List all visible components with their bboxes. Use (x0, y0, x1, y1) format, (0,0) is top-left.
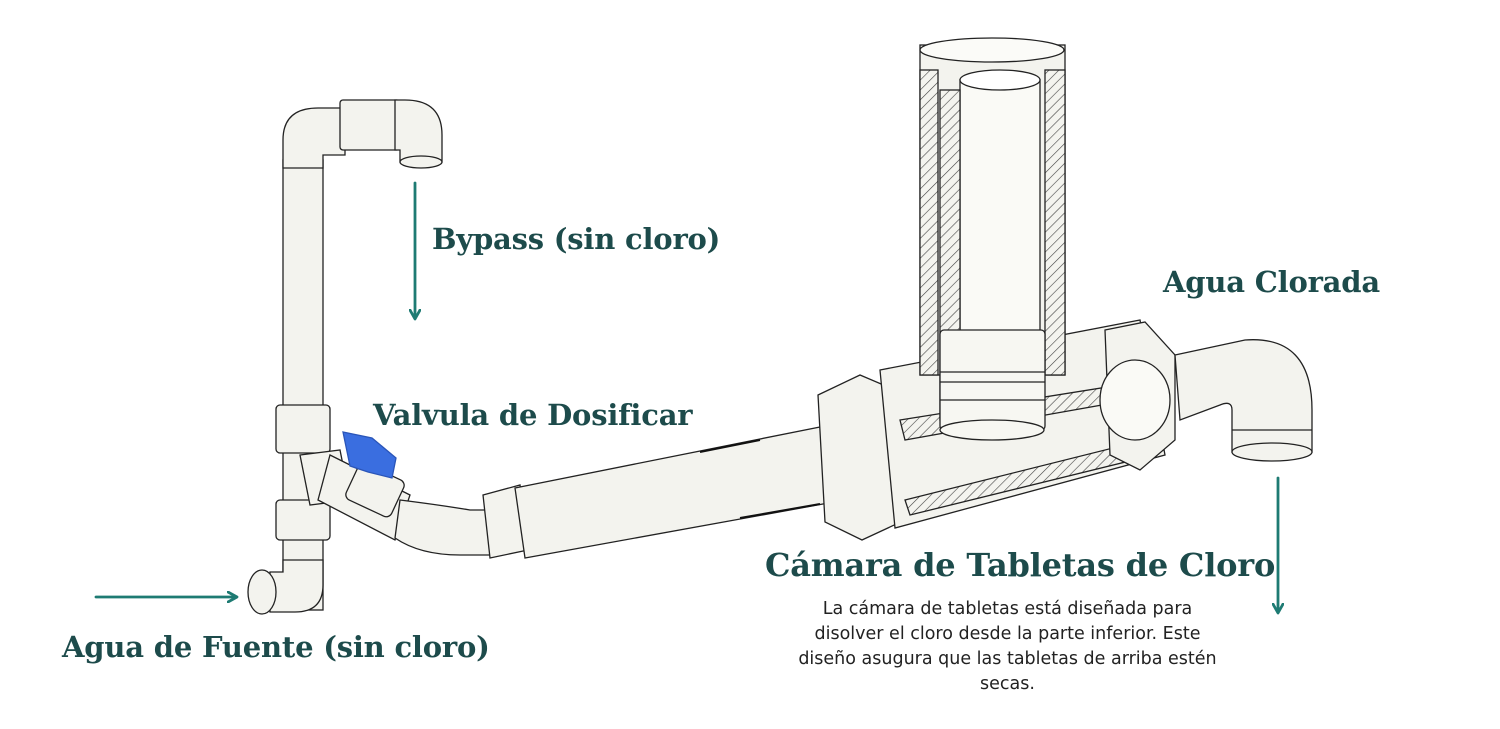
source-water-label: Agua de Fuente (sin cloro) (62, 630, 490, 664)
chamber-description: La cámara de tabletas está diseñada para… (798, 599, 1217, 694)
flow-arrows (94, 181, 1278, 612)
outlet-elbow (1174, 339, 1313, 462)
bypass-pipe (247, 99, 443, 615)
chlorinated-water-label: Agua Clorada (1163, 265, 1380, 299)
tablet-chamber (817, 37, 1176, 541)
valve-assembly (299, 431, 491, 556)
bypass-label: Bypass (sin cloro) (432, 222, 721, 256)
chamber-title: Cámara de Tabletas de Cloro (765, 546, 1276, 584)
main-pipe (482, 424, 846, 559)
valve-handle-icon (342, 431, 397, 479)
valve-label: Valvula de Dosificar (373, 398, 693, 432)
